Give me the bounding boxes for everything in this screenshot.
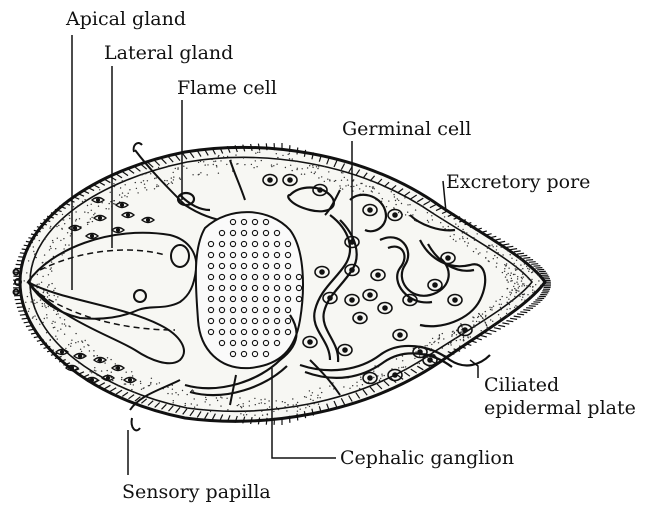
cephalic-ganglion bbox=[196, 212, 303, 368]
label-excretory-pore: Excretory pore bbox=[446, 171, 590, 193]
label-ciliated-plate-line1: Ciliated bbox=[484, 374, 559, 396]
label-ciliated-plate-line2: epidermal plate bbox=[484, 397, 636, 419]
label-flame-cell: Flame cell bbox=[177, 77, 277, 99]
label-apical-gland: Apical gland bbox=[66, 8, 186, 30]
label-lateral-gland: Lateral gland bbox=[104, 42, 233, 64]
label-sensory-papilla: Sensory papilla bbox=[122, 481, 271, 503]
label-germinal-cell: Germinal cell bbox=[342, 118, 471, 140]
label-cephalic-ganglion: Cephalic ganglion bbox=[340, 447, 514, 469]
